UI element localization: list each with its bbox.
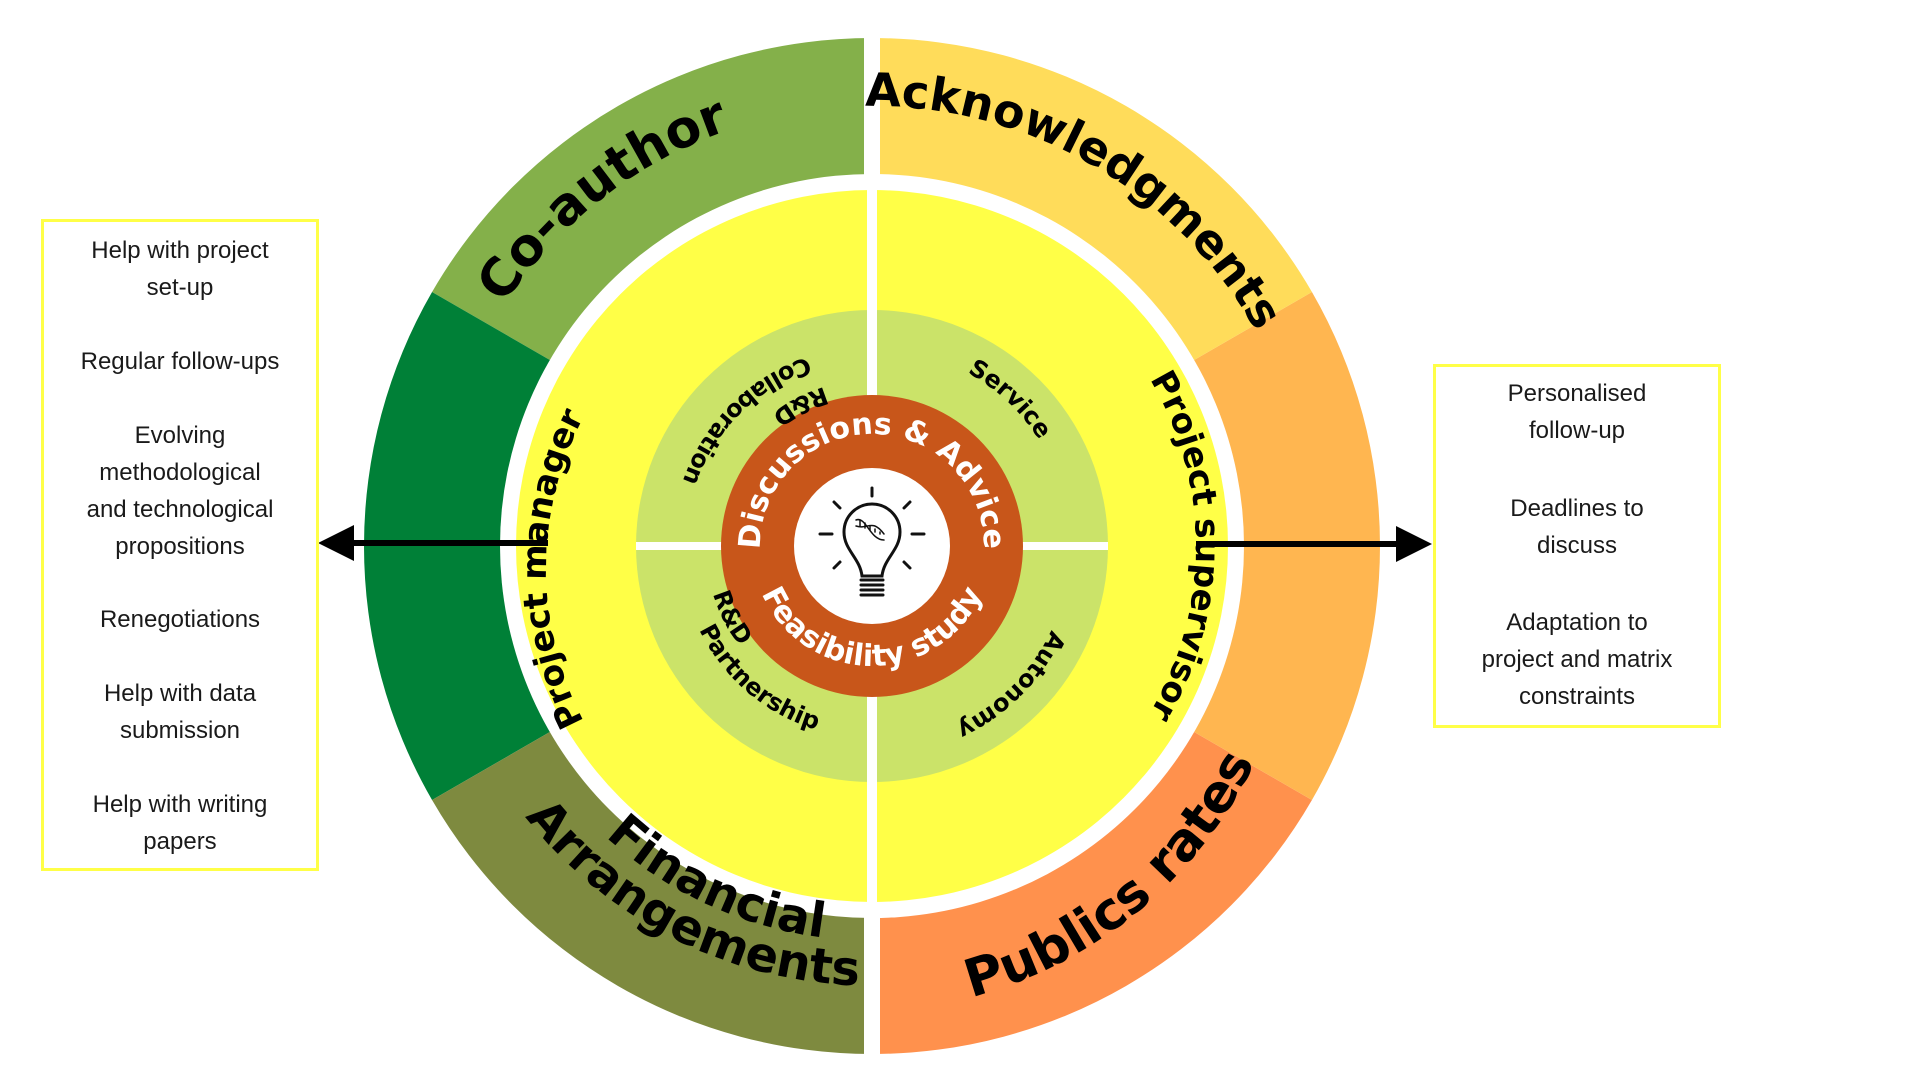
list-item: Adaptation to project and matrix constra… [1481,609,1673,710]
list-item: Help with data submission [103,680,257,745]
outer-segment-co-author [432,38,872,362]
outer-segment-publics-rates [872,730,1312,1054]
lightbulb-dna-icon [818,486,926,597]
list-item: Deadlines to discuss [1510,494,1644,559]
dna-icon [855,518,885,541]
list-item: Help with project set-up [91,237,269,301]
list-item: Renegotiations [99,606,261,634]
list-item: Help with writing papers [92,790,268,855]
list-item: Personalised follow-up [1507,380,1647,444]
center-circle [794,468,950,624]
project-supervisor-tasks-box: Personalised follow-up Deadlines to disc… [1433,364,1721,728]
list-item: Regular follow-ups [80,347,280,375]
outer-segment-financial-arrangements [432,730,872,1054]
list-item: Evolving methodological and technologica… [86,421,274,560]
project-manager-tasks-box: Help with project set-up Regular follow-… [41,219,319,871]
outer-segment-acknowledgments [872,37,1312,363]
